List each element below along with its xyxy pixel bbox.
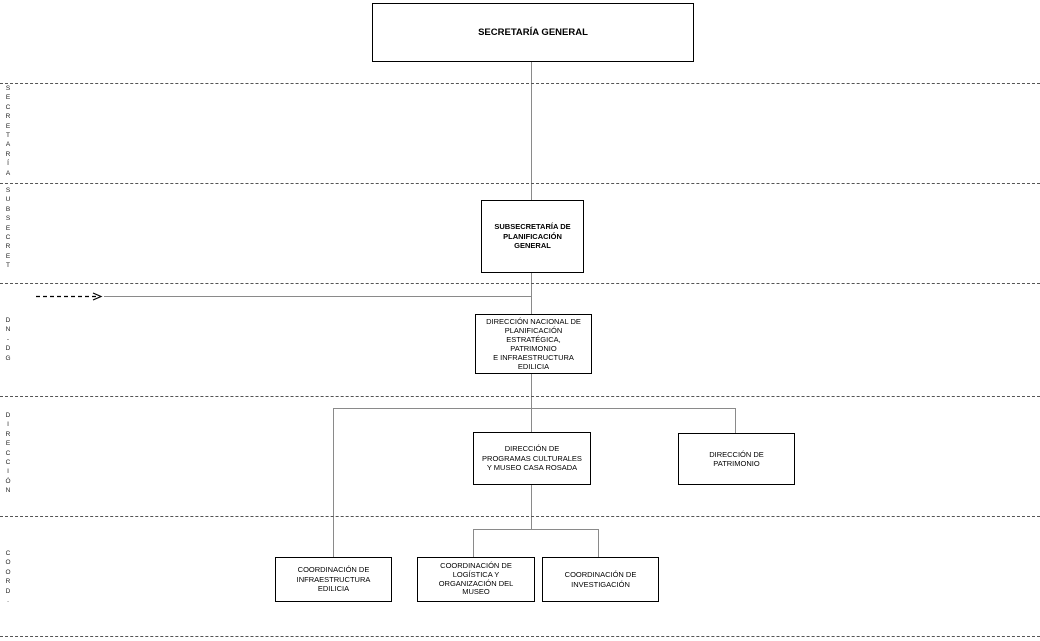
band-label-subsecretaria: S U B S E C R E T	[5, 187, 11, 270]
connector-branch-coordinaciones	[473, 529, 599, 557]
band-divider-3	[0, 283, 1040, 284]
dashed-arrow	[36, 292, 103, 301]
node-direccion-nacional: DIRECCIÓN NACIONAL DE PLANIFICACIÓN ESTR…	[475, 314, 592, 374]
band-label-direccion: D I R E C C I Ó N	[5, 412, 11, 495]
node-subsecretaria-planificacion: SUBSECRETARÍA DE PLANIFICACIÓN GENERAL	[481, 200, 584, 273]
band-label-secretaria: S E C R E T A R Í A	[5, 85, 11, 177]
node-coord-investigacion: COORDINACIÓN DE INVESTIGACIÓN	[542, 557, 659, 602]
band-divider-6	[0, 636, 1040, 637]
band-label-coordinacion: C O O R D .	[5, 550, 11, 605]
band-divider-1	[0, 83, 1040, 84]
band-divider-4	[0, 396, 1040, 397]
node-coord-logistica: COORDINACIÓN DE LOGÍSTICA Y ORGANIZACIÓN…	[417, 557, 535, 602]
band-divider-2	[0, 183, 1040, 184]
band-divider-5	[0, 516, 1040, 517]
node-secretaria-general: SECRETARÍA GENERAL	[372, 3, 694, 62]
node-coord-infraestructura: COORDINACIÓN DE INFRAESTRUCTURA EDILICIA	[275, 557, 392, 602]
node-direccion-programas: DIRECCIÓN DE PROGRAMAS CULTURALES Y MUSE…	[473, 432, 591, 485]
node-direccion-patrimonio: DIRECCIÓN DE PATRIMONIO	[678, 433, 795, 485]
band-label-dn-dg: D N - D G	[5, 317, 11, 362]
connector-branch-direcciones	[333, 408, 736, 557]
